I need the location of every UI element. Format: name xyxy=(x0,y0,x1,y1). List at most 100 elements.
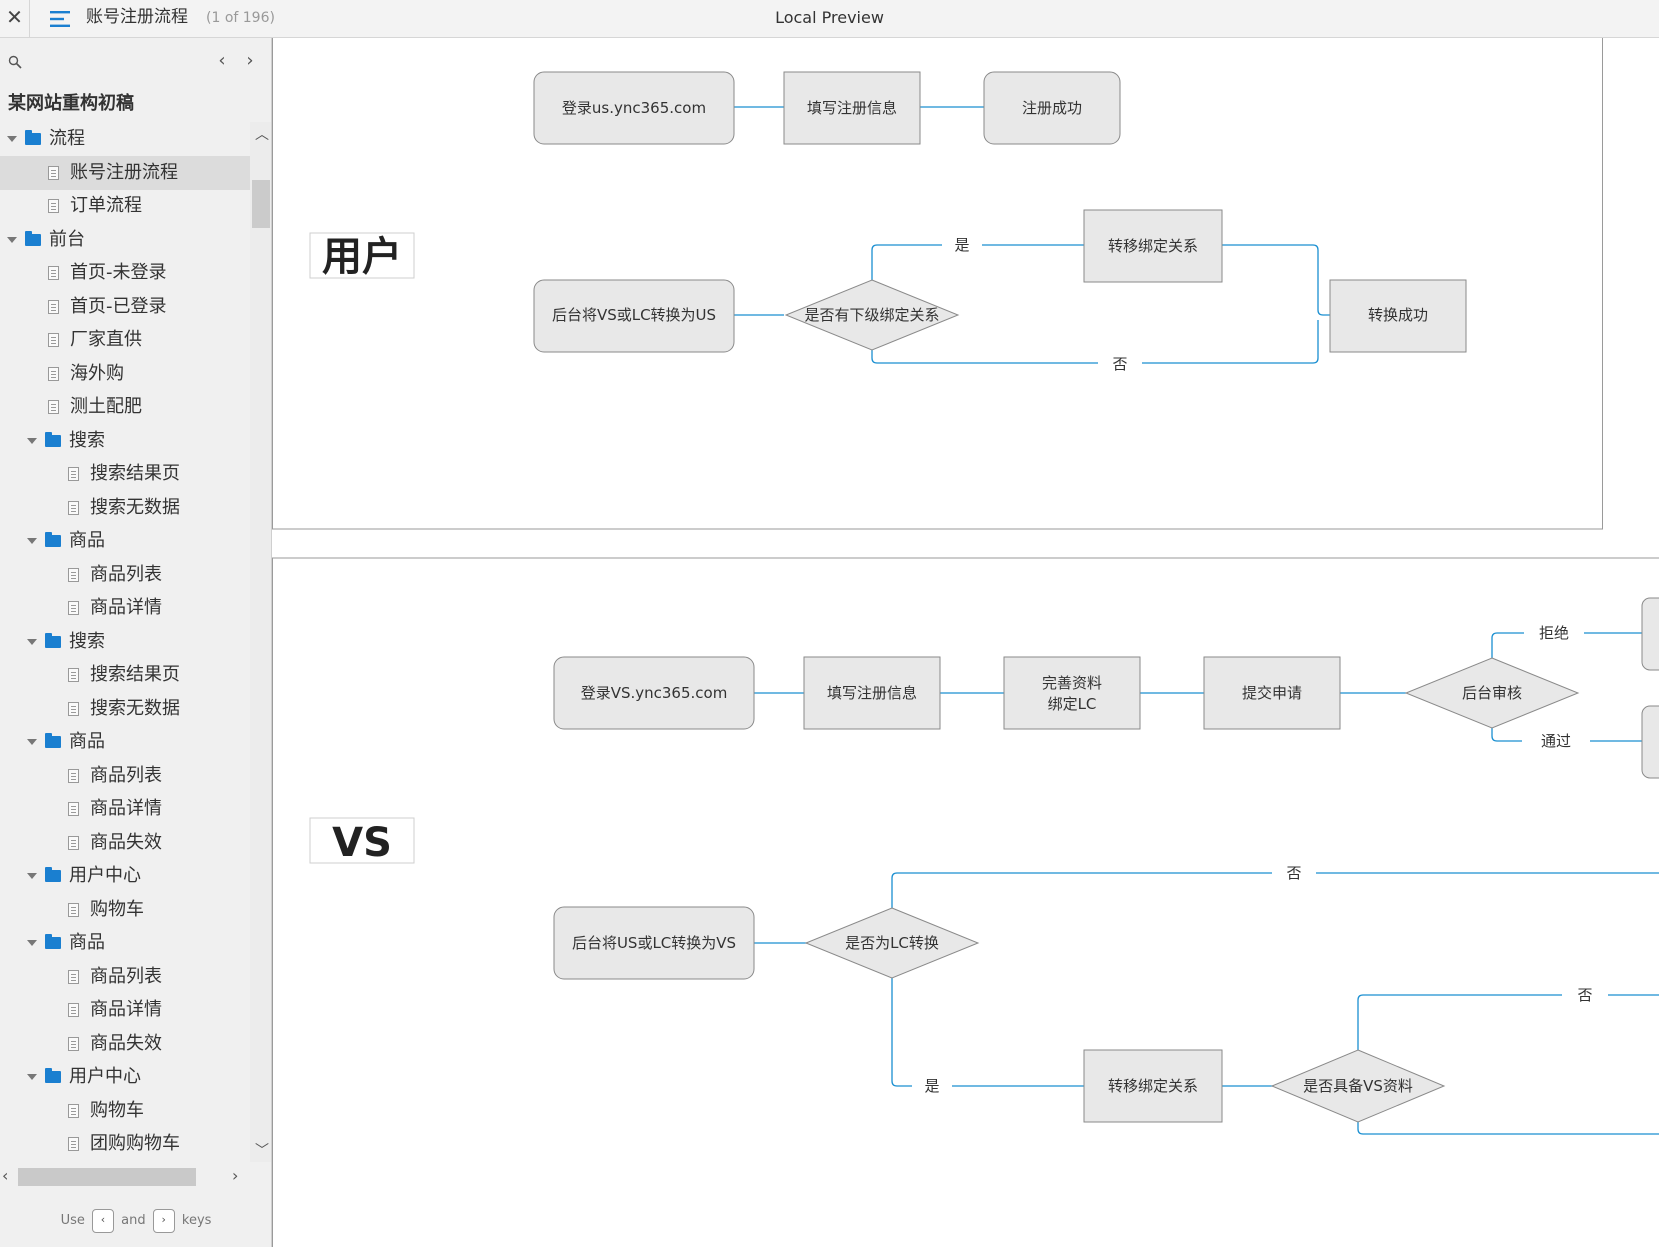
next-page-button[interactable]: › xyxy=(246,50,254,71)
tree-folder[interactable]: 流程 xyxy=(0,122,250,156)
tree-folder[interactable]: 搜索 xyxy=(0,625,250,659)
tree-item-label: 订单流程 xyxy=(70,195,142,216)
vertical-scrollbar[interactable]: ︿ ﹀ xyxy=(250,122,271,1162)
node-user-decision: 是否有下级绑定关系 xyxy=(784,279,960,351)
tree-folder[interactable]: 商品 xyxy=(0,524,250,558)
scroll-right-icon[interactable]: › xyxy=(232,1166,239,1185)
tree-page[interactable]: 账号注册流程 xyxy=(0,155,250,190)
tree-folder[interactable]: 用户中心 xyxy=(0,1060,250,1094)
tree-page[interactable]: 团购购物车 xyxy=(0,1127,250,1161)
lane-user-title: 用户 xyxy=(322,234,402,280)
tree-page[interactable]: 商品列表 xyxy=(0,558,250,592)
tree-folder[interactable]: 前台 xyxy=(0,223,250,257)
expand-caret-icon[interactable] xyxy=(7,236,17,243)
tree-page[interactable]: 商品列表 xyxy=(0,960,250,994)
scroll-left-icon[interactable]: ‹ xyxy=(2,1166,9,1185)
flowchart: 用户 VS 是 否 拒绝 xyxy=(272,38,1659,1247)
tree-page[interactable]: 厂家直供 xyxy=(0,323,250,357)
right-key-icon: › xyxy=(152,1208,175,1233)
page-icon xyxy=(68,768,79,783)
close-button[interactable]: ✕ xyxy=(0,0,30,38)
edge-transfer-success xyxy=(1222,244,1330,316)
tree-page[interactable]: 商品详情 xyxy=(0,792,250,826)
page-icon xyxy=(68,668,79,682)
tree-page[interactable]: 搜索无数据 xyxy=(0,692,250,726)
tree-page[interactable]: 首页-已登录 xyxy=(0,290,250,324)
tree-item-label: 商品失效 xyxy=(90,1032,162,1054)
tree-folder[interactable]: 用户中心 xyxy=(0,859,250,893)
horizontal-scrollbar[interactable]: ‹ › xyxy=(0,1164,250,1190)
tree-item-label: 商品 xyxy=(69,932,105,953)
expand-caret-icon[interactable] xyxy=(27,873,37,879)
edge-label-pass: 通过 xyxy=(1541,732,1571,750)
node-vs-fill-label: 填写注册信息 xyxy=(827,684,917,702)
tree-page[interactable]: 购物车 xyxy=(0,1094,250,1128)
tree-item-label: 首页-已登录 xyxy=(70,295,167,317)
tree-item-label: 搜索无数据 xyxy=(90,496,180,518)
node-vs-transfer: 转移绑定关系 xyxy=(1083,1049,1223,1123)
scroll-up-icon[interactable]: ︿ xyxy=(255,127,269,143)
expand-caret-icon[interactable] xyxy=(27,940,37,946)
node-vs-decision-vs-label: 是否具备VS资料 xyxy=(1303,1077,1413,1095)
edge-vs-no-mid xyxy=(1357,994,1659,1050)
expand-caret-icon[interactable] xyxy=(27,538,37,544)
vertical-scroll-thumb[interactable] xyxy=(252,180,270,228)
node-vs-decision-vs: 是否具备VS资料 xyxy=(1270,1049,1446,1123)
tree-item-label: 首页-未登录 xyxy=(70,262,167,283)
node-vs-convert-label: 后台将US或LC转换为VS xyxy=(572,934,736,952)
tree-page[interactable]: 商品详情 xyxy=(0,993,250,1027)
page-icon xyxy=(68,567,79,582)
page-icon xyxy=(68,902,79,917)
node-vs-login: 登录VS.ync365.com xyxy=(553,656,755,730)
expand-caret-icon[interactable] xyxy=(27,638,37,645)
page-icon xyxy=(48,266,59,280)
sitemap-tree: 流程账号注册流程订单流程前台首页-未登录首页-已登录厂家直供海外购测土配肥搜索搜… xyxy=(0,122,250,1162)
page-icon xyxy=(68,802,79,816)
tree-folder[interactable]: 商品 xyxy=(0,926,250,960)
tree-page[interactable]: 搜索无数据 xyxy=(0,491,250,525)
expand-caret-icon[interactable] xyxy=(27,739,37,745)
previous-page-button[interactable]: ‹ xyxy=(218,50,226,71)
folder-icon xyxy=(45,532,61,547)
search-icon[interactable] xyxy=(8,55,22,69)
tree-page[interactable]: 首页-未登录 xyxy=(0,256,250,290)
tree-folder[interactable]: 商品 xyxy=(0,725,250,759)
tree-page[interactable]: 商品失效 xyxy=(0,826,250,860)
horizontal-scroll-thumb[interactable] xyxy=(18,1168,196,1186)
edge-label-yes: 是 xyxy=(954,236,969,254)
scroll-down-icon[interactable]: ﹀ xyxy=(255,1143,269,1159)
node-vs-convert: 后台将US或LC转换为VS xyxy=(553,906,755,980)
folder-icon xyxy=(45,431,61,447)
expand-caret-icon[interactable] xyxy=(27,1074,37,1080)
folder-icon xyxy=(45,632,61,648)
connectors-user xyxy=(734,106,1330,364)
keys-hint-keys: keys xyxy=(181,1213,212,1228)
tree-page[interactable]: 海外购 xyxy=(0,357,250,391)
expand-caret-icon[interactable] xyxy=(7,136,17,142)
expand-caret-icon[interactable] xyxy=(27,437,37,444)
menu-icon[interactable] xyxy=(48,7,72,31)
page-icon xyxy=(68,1003,79,1017)
lane-vs-title-box xyxy=(309,817,415,864)
edge-vs-no-top xyxy=(891,872,1659,908)
tree-item-label: 前台 xyxy=(49,228,85,250)
tree-item-label: 账号注册流程 xyxy=(70,161,178,183)
tree-page[interactable]: 商品详情 xyxy=(0,591,250,625)
edge-vs-yes xyxy=(891,978,1084,1087)
tree-page[interactable]: 商品失效 xyxy=(0,1027,250,1061)
tree-page[interactable]: 商品列表 xyxy=(0,759,250,793)
tree-page[interactable]: 测土配肥 xyxy=(0,390,250,424)
node-vs-review-label: 后台审核 xyxy=(1462,684,1522,702)
tree-page[interactable]: 订单流程 xyxy=(0,189,250,223)
tree-page[interactable]: 填写核对信息 xyxy=(0,1161,250,1163)
page-icon xyxy=(68,969,79,984)
tree-page[interactable]: 搜索结果页 xyxy=(0,658,250,692)
tree-page[interactable]: 搜索结果页 xyxy=(0,457,250,491)
folder-icon xyxy=(45,867,61,882)
page-icon xyxy=(68,601,79,615)
tree-folder[interactable]: 搜索 xyxy=(0,424,250,458)
left-key-icon: ‹ xyxy=(92,1208,114,1233)
node-vs-reject-target xyxy=(1641,597,1659,671)
tree-item-label: 测土配肥 xyxy=(70,396,142,417)
tree-page[interactable]: 购物车 xyxy=(0,893,250,927)
